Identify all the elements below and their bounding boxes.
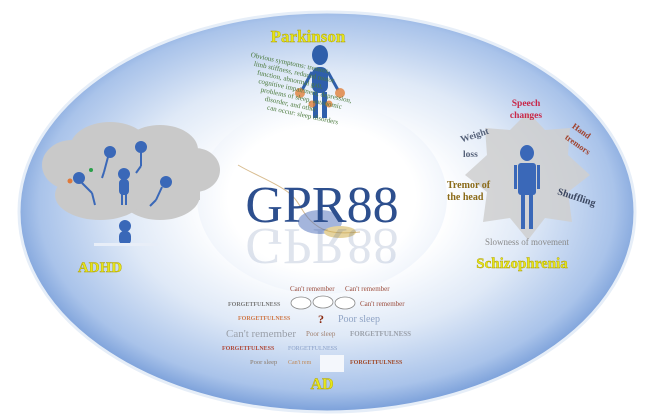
schizophrenia-title: Schizophrenia [476, 256, 568, 272]
inner-ellipse [197, 102, 447, 294]
ad-word: FORGETFULNESS [350, 360, 403, 366]
ad-word: FORGETFULNESS [222, 346, 275, 352]
stand-bar [94, 243, 158, 246]
symptom-head: Tremor of [447, 180, 491, 191]
gpr88-center: GPR88 GPR88 [237, 164, 399, 274]
ad-title: AD [310, 376, 333, 393]
children-figures-icon [67, 141, 172, 245]
ad-word: FORGETFULNESS [228, 302, 281, 308]
parkinson-figure-icon [295, 45, 345, 118]
question-mark-icon: ? [318, 312, 324, 326]
gpr88-reflection: GPR88 [245, 217, 398, 274]
ad-word: FORGETFULNESS [350, 330, 411, 338]
symptom-slowness: Slowness of movement [485, 237, 569, 247]
ad-word: Poor sleep [250, 359, 277, 366]
ad-word: FORGETFULNESS [238, 316, 291, 322]
symptom-head: the head [447, 192, 484, 203]
symptom-speech: Speech [512, 99, 541, 109]
symptom-speech: changes [510, 111, 543, 121]
ad-word: Poor sleep [306, 330, 336, 338]
protein-helix-icon [298, 210, 356, 238]
white-patch [320, 355, 344, 372]
adhd-title: ADHD [78, 260, 122, 276]
adhd-section: ADHD [42, 122, 220, 276]
speech-bubbles-icon [290, 295, 356, 310]
ad-word: Can't remember [290, 285, 335, 293]
ad-word: FORGETFULNESS [288, 346, 337, 352]
parkinson-title: Parkinson [271, 27, 346, 46]
ad-word: Can't remember [226, 328, 296, 340]
ad-word: Can't rem [288, 360, 312, 366]
person-figure-icon [514, 145, 540, 229]
symptom-weight: loss [463, 150, 478, 160]
gpr88-label: GPR88 [245, 177, 398, 234]
ad-word: Can't remember [360, 300, 405, 308]
ad-word: Poor sleep [338, 314, 380, 325]
ad-word: Can't remember [345, 285, 390, 293]
ad-section: Can't remember Can't remember FORGETFULN… [222, 285, 411, 393]
